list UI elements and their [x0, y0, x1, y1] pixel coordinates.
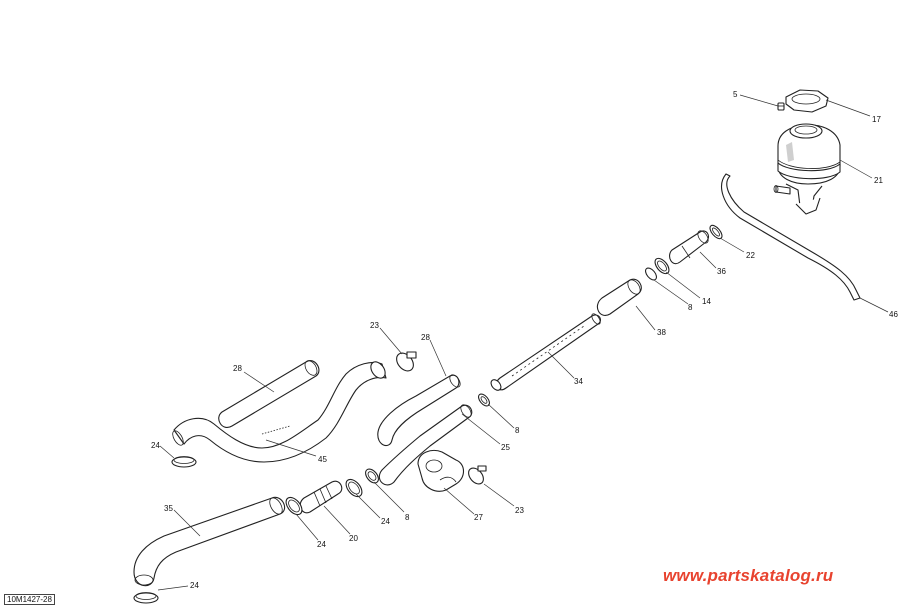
leader-lines — [157, 94, 889, 591]
clamp-23-right — [468, 465, 487, 485]
reservoir-screw — [777, 102, 785, 111]
callout-34: 34 — [574, 377, 583, 386]
clamp-23-top — [396, 351, 417, 372]
callout-20: 20 — [349, 534, 358, 543]
elbow-27 — [417, 449, 465, 492]
reservoir-cap — [785, 89, 829, 113]
hose-45 — [172, 361, 387, 463]
callout-28-right: 28 — [421, 333, 430, 342]
hose-28-left — [218, 360, 320, 428]
ring-8-upper — [645, 267, 657, 281]
callout-23-top: 23 — [370, 321, 379, 330]
callout-5: 5 — [733, 90, 738, 99]
callout-21: 21 — [874, 176, 883, 185]
clamp-24-mid — [345, 478, 363, 498]
callout-38: 38 — [657, 328, 666, 337]
clamp-24-upper-left — [171, 456, 197, 468]
watermark-text: www.partskatalog.ru — [663, 566, 834, 585]
connector-20 — [299, 480, 343, 514]
hose-35 — [133, 496, 286, 587]
callout-8-lower: 8 — [405, 513, 410, 522]
callout-23-right: 23 — [515, 506, 524, 515]
clamp-22 — [709, 224, 723, 240]
clamp-24-bottom — [133, 592, 159, 604]
callout-22: 22 — [746, 251, 755, 260]
clamp-24-lower — [285, 496, 303, 516]
hose-36 — [669, 230, 709, 265]
ring-8-middle — [478, 379, 502, 407]
callout-28-left: 28 — [233, 364, 242, 373]
callout-24-upper-left: 24 — [151, 441, 160, 450]
callout-45: 45 — [318, 455, 327, 464]
pipe-34 — [495, 313, 601, 391]
callout-35: 35 — [164, 504, 173, 513]
callout-24-bottom: 24 — [190, 581, 199, 590]
coolant-reservoir — [773, 123, 841, 215]
sleeve-38 — [596, 278, 642, 316]
hose-28-right — [377, 374, 461, 447]
callout-labels: 5 17 21 22 36 14 8 38 46 34 8 25 23 28 2… — [151, 90, 898, 590]
callout-24-lower: 24 — [317, 540, 326, 549]
ring-8-lower — [365, 468, 379, 484]
ring-14 — [654, 257, 670, 275]
overflow-hose — [721, 173, 861, 301]
diagram-reference-code: 10M1427-28 — [4, 594, 55, 605]
callout-27: 27 — [474, 513, 483, 522]
callout-24-mid: 24 — [381, 517, 390, 526]
callout-14: 14 — [702, 297, 711, 306]
callout-8-upper: 8 — [688, 303, 693, 312]
callout-36: 36 — [717, 267, 726, 276]
callout-25: 25 — [501, 443, 510, 452]
callout-17: 17 — [872, 115, 881, 124]
callout-8-middle: 8 — [515, 426, 520, 435]
callout-46: 46 — [889, 310, 898, 319]
hose-25 — [378, 404, 473, 486]
